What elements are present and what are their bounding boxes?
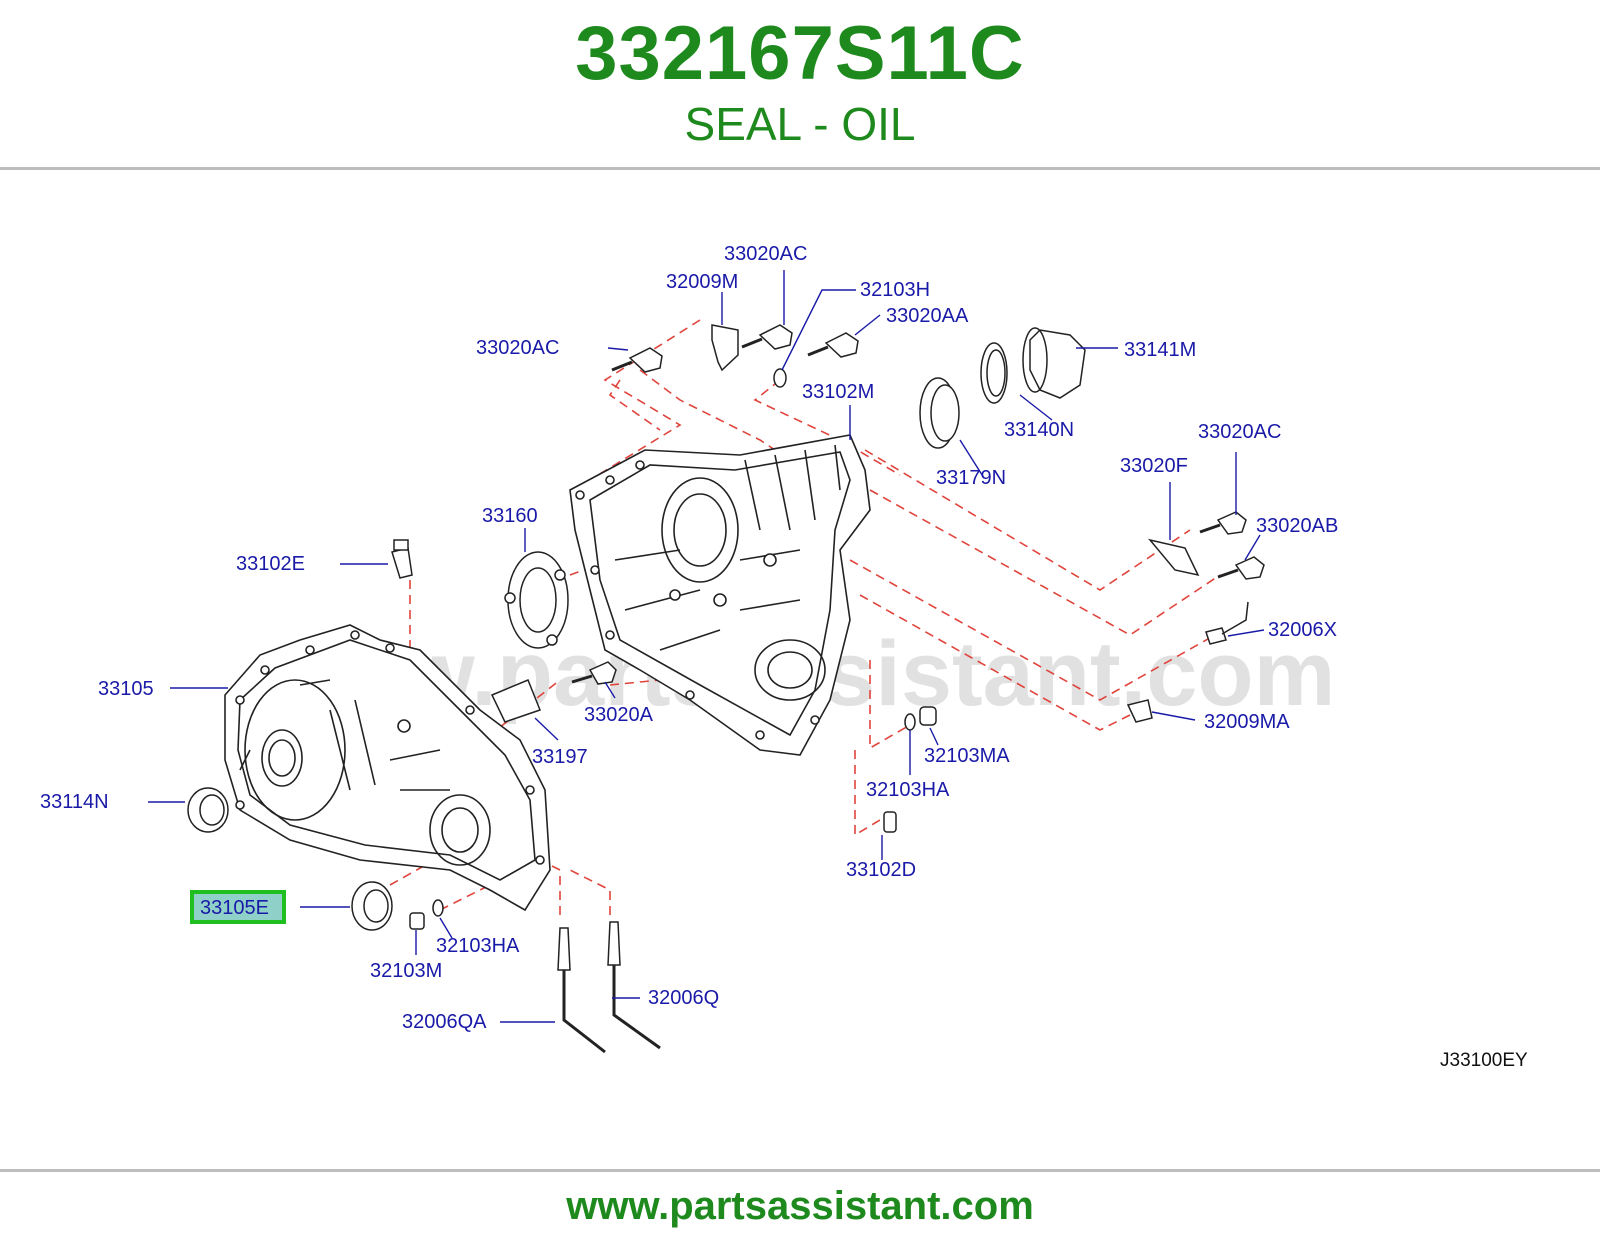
- callout-33141M[interactable]: 33141M: [1124, 339, 1196, 361]
- leader-lines: [148, 270, 1265, 1023]
- callout-33160[interactable]: 33160: [482, 505, 538, 527]
- callout-33140N[interactable]: 33140N: [1004, 419, 1074, 441]
- callout-33102E[interactable]: 33102E: [236, 553, 305, 575]
- page-header: 332167S11C SEAL - OIL: [0, 0, 1600, 168]
- callout-33105[interactable]: 33105: [98, 678, 154, 700]
- callout-32103HA-low[interactable]: 32103HA: [436, 935, 520, 957]
- callout-32006QA[interactable]: 32006QA: [402, 1011, 487, 1033]
- callout-33020AB[interactable]: 33020AB: [1256, 515, 1338, 537]
- callout-33020AA[interactable]: 33020AA: [886, 305, 969, 327]
- callout-33102D[interactable]: 33102D: [846, 859, 916, 881]
- callout-33020A[interactable]: 33020A: [584, 704, 654, 726]
- small-parts: [187, 324, 1265, 1054]
- callout-labels: 33020AC 32009M 32103H 33020AA 33020AC 33…: [40, 243, 1338, 1033]
- part-number-title: 332167S11C: [575, 11, 1025, 96]
- callout-32009MA[interactable]: 32009MA: [1204, 711, 1290, 733]
- callout-33102M[interactable]: 33102M: [802, 381, 874, 403]
- highlighted-callout-box: [190, 890, 286, 924]
- callout-32006X[interactable]: 32006X: [1268, 619, 1337, 641]
- callout-32103HA-mid[interactable]: 32103HA: [866, 779, 950, 801]
- callout-33105E[interactable]: 33105E: [200, 897, 269, 919]
- callout-32009M[interactable]: 32009M: [666, 271, 738, 293]
- callout-33179N[interactable]: 33179N: [936, 467, 1006, 489]
- callout-33020AC-right[interactable]: 33020AC: [1198, 421, 1281, 443]
- callout-33197[interactable]: 33197: [532, 746, 588, 768]
- callout-33020AC-top[interactable]: 33020AC: [724, 243, 807, 265]
- footer-divider: [0, 1169, 1600, 1172]
- callout-33020F[interactable]: 33020F: [1120, 455, 1188, 477]
- figure-code: J33100EY: [1440, 1050, 1528, 1071]
- callout-32103H[interactable]: 32103H: [860, 279, 930, 301]
- callout-33020AC-left[interactable]: 33020AC: [476, 337, 559, 359]
- housing-33105: [224, 624, 551, 912]
- callout-33114N[interactable]: 33114N: [40, 791, 109, 813]
- callout-32103M[interactable]: 32103M: [370, 960, 442, 982]
- callout-32006Q[interactable]: 32006Q: [648, 987, 719, 1009]
- part-name-subtitle: SEAL - OIL: [684, 98, 916, 150]
- header-divider: [0, 167, 1600, 170]
- callout-32103MA[interactable]: 32103MA: [924, 745, 1010, 767]
- exploded-parts-diagram: www.partsassistant.com: [40, 243, 1528, 1071]
- site-link[interactable]: www.partsassistant.com: [566, 1184, 1034, 1228]
- housing-33102M: [569, 434, 871, 756]
